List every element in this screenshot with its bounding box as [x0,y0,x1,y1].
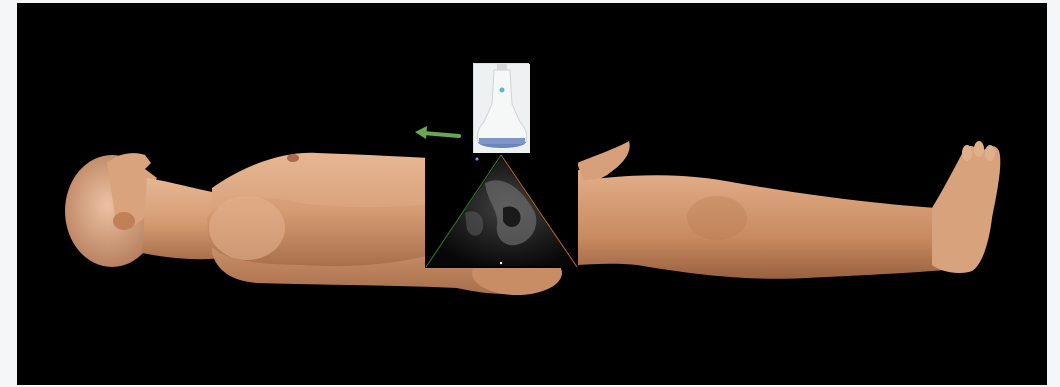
anatomy-scene [17,3,1047,385]
ultrasound-probe-image [473,63,529,153]
foot [932,146,1000,273]
ultrasound-probe-icon [474,64,530,154]
leg [537,175,967,279]
ultrasound-image [425,153,578,268]
arrow-left-icon [413,125,461,145]
